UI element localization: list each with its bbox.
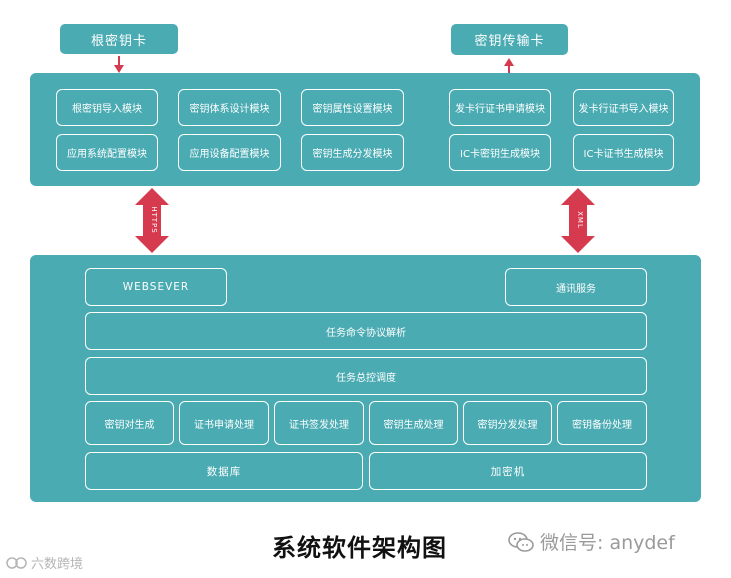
wechat-id: 微信号: anydef — [540, 532, 675, 554]
protocol-parse-box: 任务命令协议解析 — [85, 312, 647, 350]
https-label: HTTPS — [150, 206, 158, 233]
https-double-arrow — [135, 188, 169, 253]
module-app-system-config: 应用系统配置模块 — [56, 134, 158, 171]
management-panel — [30, 73, 700, 186]
process-key-dist: 密钥分发处理 — [463, 401, 552, 445]
xml-double-arrow — [561, 188, 595, 253]
root-card-down-arrow — [114, 56, 124, 73]
task-dispatch-box: 任务总控调度 — [85, 357, 647, 395]
key-transfer-card: 密钥传输卡 — [451, 24, 568, 55]
module-issuer-cert-apply: 发卡行证书申请模块 — [449, 89, 551, 126]
database-box: 数据库 — [85, 452, 363, 490]
diagram-title: 系统软件架构图 — [272, 534, 447, 562]
server-panel — [30, 255, 701, 502]
module-key-attr-setting: 密钥属性设置模块 — [301, 89, 404, 126]
process-keypair-gen: 密钥对生成 — [85, 401, 174, 445]
module-key-system-design: 密钥体系设计模块 — [178, 89, 281, 126]
brand-logo: 六数跨境 — [6, 553, 83, 572]
encryptor-box: 加密机 — [369, 452, 647, 490]
wechat-icon — [508, 531, 534, 552]
process-key-gen: 密钥生成处理 — [369, 401, 458, 445]
logo-text: 六数跨境 — [31, 557, 84, 572]
transfer-card-up-arrow — [504, 58, 514, 73]
module-ic-cert-gen: IC卡证书生成模块 — [573, 134, 674, 171]
module-issuer-cert-import: 发卡行证书导入模块 — [573, 89, 674, 126]
xml-label: XML — [576, 211, 584, 229]
module-app-device-config: 应用设备配置模块 — [178, 134, 281, 171]
logo-mark-icon — [6, 556, 27, 569]
module-key-gen-dist: 密钥生成分发模块 — [301, 134, 404, 171]
wechat-watermark: 微信号: anydef — [508, 528, 675, 555]
root-key-card: 根密钥卡 — [60, 24, 178, 54]
module-root-key-import: 根密钥导入模块 — [56, 89, 158, 126]
process-cert-apply: 证书申请处理 — [179, 401, 269, 445]
process-cert-issue: 证书签发处理 — [274, 401, 364, 445]
module-ic-key-gen: IC卡密钥生成模块 — [449, 134, 551, 171]
websever-box: WEBSEVER — [85, 268, 227, 306]
process-key-backup: 密钥备份处理 — [557, 401, 647, 445]
comm-service-box: 通讯服务 — [505, 268, 647, 306]
